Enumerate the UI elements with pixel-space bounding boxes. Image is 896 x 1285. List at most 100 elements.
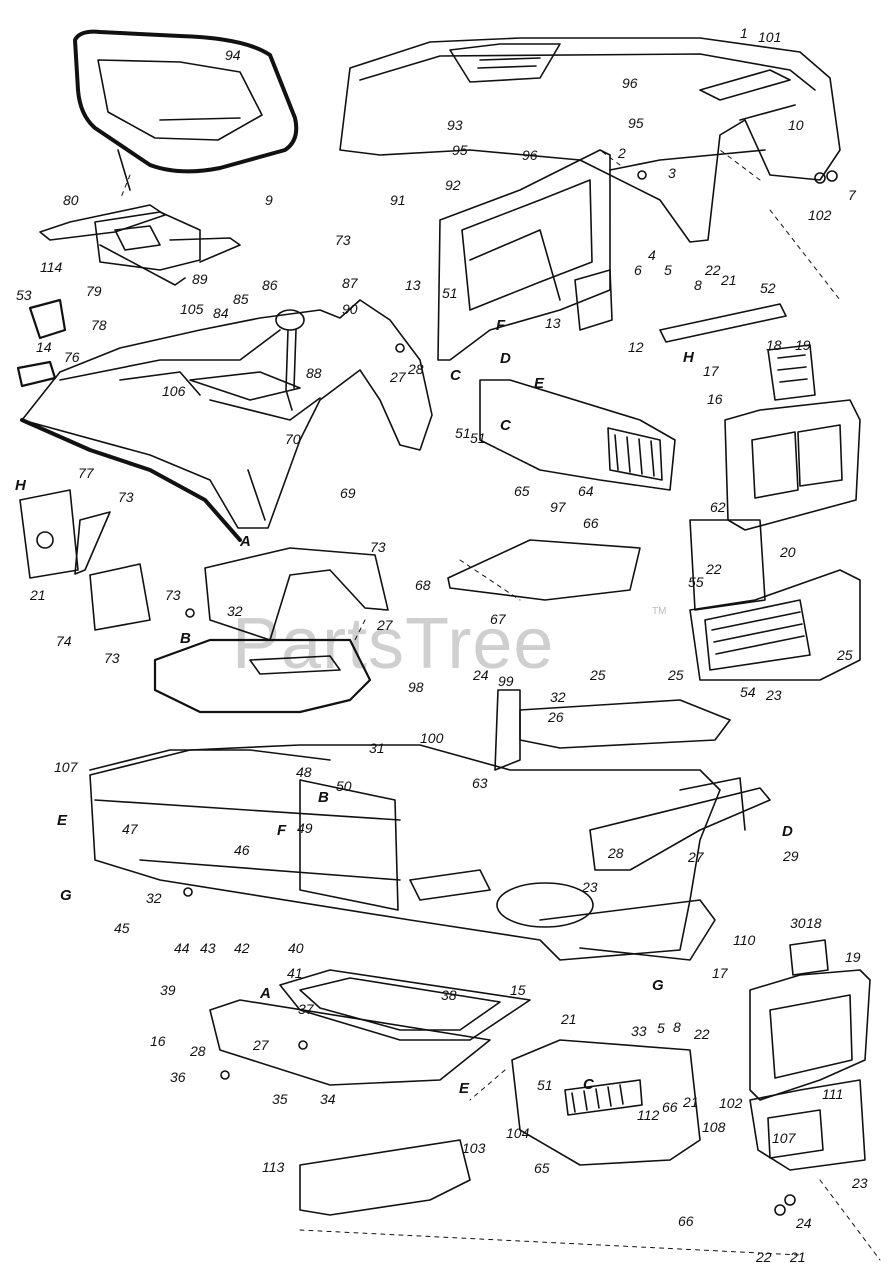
- trademark-mark: TM: [652, 606, 666, 617]
- callout-label: 35: [272, 1091, 288, 1107]
- callout-label: 74: [56, 633, 72, 649]
- callout-label: 107: [54, 759, 79, 775]
- shift-lever-part: [275, 309, 305, 411]
- callout-label: 37: [298, 1001, 315, 1017]
- callout-label: 84: [213, 305, 229, 321]
- callout-label: 36: [170, 1069, 186, 1085]
- callout-label: 19: [845, 949, 861, 965]
- callout-label: 16: [707, 391, 723, 407]
- callout-label: 77: [78, 465, 95, 481]
- callout-label: 27: [252, 1037, 270, 1053]
- callout-label: 80: [63, 192, 79, 208]
- leader-lines: [119, 149, 881, 1261]
- callout-label: 65: [534, 1160, 550, 1176]
- callout-label: 21: [560, 1011, 577, 1027]
- callout-label: 51: [537, 1077, 553, 1093]
- lower-side-panel-part: [511, 1039, 701, 1166]
- callout-label: G: [652, 977, 664, 994]
- callout-label: H: [683, 349, 695, 366]
- callout-label: 52: [760, 280, 776, 296]
- callout-label: 97: [550, 499, 567, 515]
- seat-pan-part: [39, 204, 241, 286]
- frame-part: [89, 744, 721, 961]
- callout-label: 12: [628, 339, 644, 355]
- callout-label: 62: [710, 499, 726, 515]
- callout-label: 88: [306, 365, 322, 381]
- callout-label: 27: [389, 369, 407, 385]
- callout-label: 50: [336, 778, 352, 794]
- callout-label: G: [60, 887, 72, 904]
- callout-label: 43: [200, 940, 216, 956]
- callout-label: 22: [755, 1249, 772, 1265]
- support-part: [589, 787, 771, 871]
- callout-label: 66: [662, 1099, 678, 1115]
- callout-label: 5: [657, 1020, 665, 1036]
- callout-label: 94: [225, 47, 241, 63]
- callout-label: C: [450, 367, 462, 384]
- callout-label: D: [782, 823, 793, 840]
- grille-lines: [777, 354, 808, 383]
- callout-label: 23: [581, 879, 598, 895]
- hood-part: [339, 37, 841, 243]
- callout-label: 100: [420, 730, 444, 746]
- callout-label: 27: [687, 849, 705, 865]
- callout-label: 63: [472, 775, 488, 791]
- callout-label: 25: [589, 667, 606, 683]
- support-flange: [679, 777, 746, 831]
- callout-label: 87: [342, 275, 359, 291]
- callout-label: 21: [789, 1249, 806, 1265]
- callout-label: 22: [704, 262, 721, 278]
- callout-label: 33: [631, 1023, 647, 1039]
- step-part: [209, 999, 491, 1086]
- callout-label: E: [534, 375, 545, 392]
- callout-label: 112: [637, 1107, 660, 1123]
- callout-label: 49: [297, 820, 313, 836]
- watermark-text: PartsTree: [232, 604, 554, 684]
- callout-label: 96: [522, 147, 538, 163]
- lever-brackets-part: [19, 489, 151, 631]
- callout-label: 47: [122, 821, 139, 837]
- grille-insert-part: [767, 344, 816, 401]
- callout-label: E: [57, 812, 68, 829]
- callout-label: 64: [578, 483, 594, 499]
- fender-assembly-part: [20, 299, 433, 542]
- callout-label: 20: [779, 544, 796, 560]
- callout-label: 54: [740, 684, 756, 700]
- callout-label: 73: [335, 232, 351, 248]
- callout-label: 24: [795, 1215, 812, 1231]
- callout-label: 98: [408, 679, 424, 695]
- callout-label: 76: [64, 349, 80, 365]
- callout-label: 14: [36, 339, 52, 355]
- grille-housing-part: [689, 399, 861, 681]
- callout-label: 113: [262, 1159, 285, 1175]
- callout-label: 85: [233, 291, 249, 307]
- callout-label: A: [239, 533, 251, 550]
- hardware-items: [183, 170, 838, 1216]
- callout-label: 73: [370, 539, 386, 555]
- callout-label: 103: [462, 1140, 486, 1156]
- callout-label: 95: [452, 142, 468, 158]
- dash-tower-part: [437, 149, 613, 361]
- callout-label: 51: [470, 430, 486, 446]
- callout-label: 65: [514, 483, 530, 499]
- callout-label: 69: [340, 485, 356, 501]
- callout-label: 73: [165, 587, 181, 603]
- lamp-part: [16, 360, 57, 388]
- callout-label: 23: [765, 687, 782, 703]
- callout-label: 22: [705, 561, 722, 577]
- callout-label: 41: [287, 965, 303, 981]
- callout-label: 3: [668, 165, 676, 181]
- callout-label: 31: [369, 740, 385, 756]
- fender-cover-part: [204, 547, 389, 641]
- callout-label: 26: [547, 709, 564, 725]
- callout-label: 18: [806, 915, 822, 931]
- callout-label: 30: [790, 915, 806, 931]
- callout-label: 102: [719, 1095, 743, 1111]
- callout-label: 10: [788, 117, 804, 133]
- footrest-part: [279, 969, 531, 1041]
- callout-label: 15: [510, 982, 526, 998]
- callout-label: 102: [808, 207, 832, 223]
